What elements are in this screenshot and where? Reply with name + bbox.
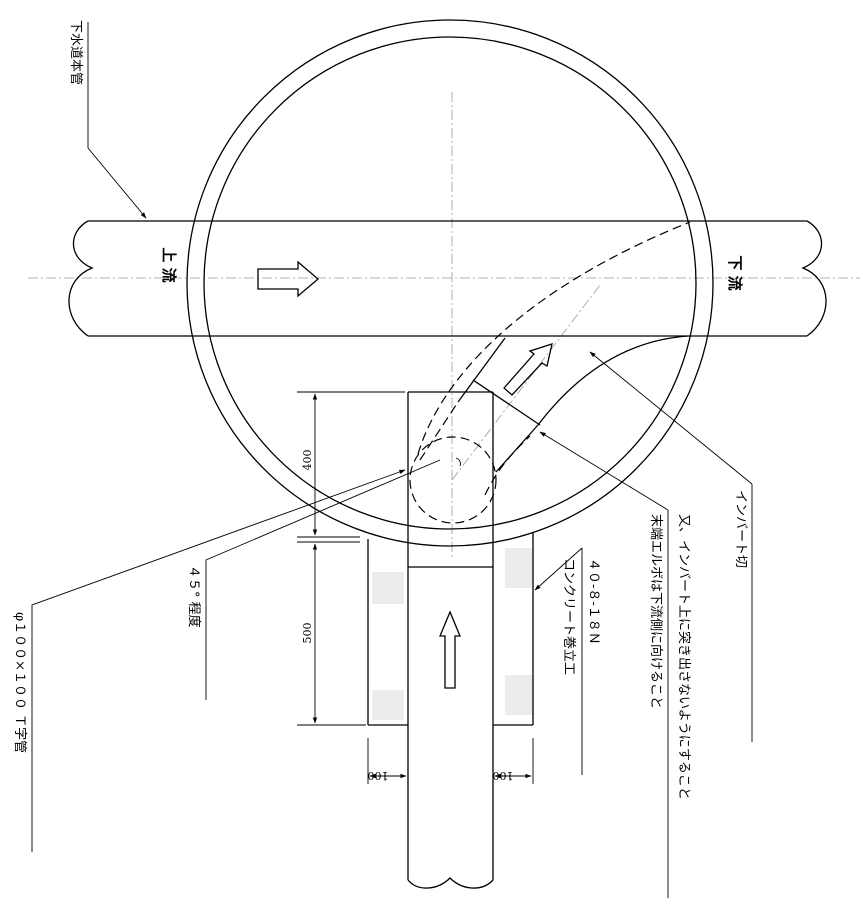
horizontal-dimensions: 100 100 — [368, 738, 534, 784]
invert-solid-curve — [537, 335, 689, 426]
leader-elbow — [539, 431, 669, 511]
pipe-left-break — [68, 220, 94, 337]
leader-invert — [589, 351, 753, 485]
angle-label: ４５° 程度 — [186, 565, 202, 628]
angle-arc — [455, 457, 461, 467]
leader-main-pipe — [87, 146, 147, 219]
concrete-label-2: ４０-８-１８Ｎ — [586, 558, 601, 645]
invert-hidden-curve-upper — [417, 221, 691, 455]
branch-bottom-break — [407, 877, 494, 889]
center-lines — [28, 92, 860, 560]
t-pipe-hidden-circle — [409, 436, 497, 524]
leader-lines — [31, 22, 753, 898]
hatch-tr — [505, 548, 533, 588]
dim-500-text: 500 — [301, 623, 314, 644]
flow-arrow-diagonal-icon — [503, 343, 553, 396]
dim-400-text: 400 — [301, 450, 314, 471]
main-sewer-pipe — [68, 220, 827, 337]
t-pipe-label: φ１００×１００ Ｔ字管 — [12, 612, 27, 753]
manhole-outer-circle — [186, 19, 714, 547]
note-line-2: 又、インバート上に突き出さないようにすること — [676, 514, 692, 800]
vertical-dimensions: 400 500 — [297, 391, 405, 726]
main-pipe-label: 下水道本管 — [68, 20, 83, 85]
leader-concrete — [534, 547, 583, 591]
upstream-label: 上 流 — [160, 247, 178, 282]
flow-arrow-up-icon — [439, 610, 461, 689]
invert-hidden-curve-lower — [484, 435, 531, 496]
dim-100-left-text: 100 — [368, 769, 389, 782]
leader-t-pipe — [31, 469, 406, 610]
inclined-branch — [457, 337, 553, 473]
pipe-right-break — [801, 220, 827, 337]
hatch-bl — [372, 690, 404, 720]
hatch-tl — [372, 572, 404, 604]
hatch-br — [505, 675, 533, 715]
invert-label: インバート切 — [733, 490, 748, 568]
dim-100-right-text: 100 — [493, 769, 514, 782]
incline-cut-line — [472, 379, 541, 426]
diagonal-centerline — [451, 284, 601, 481]
manhole-inner-circle — [203, 36, 697, 530]
concrete-encasement — [367, 532, 534, 726]
branch-pipe — [407, 391, 494, 889]
note-line-1: 末端エルボは下流側に向けること — [648, 514, 664, 709]
incline-left-line — [457, 337, 506, 403]
leader-angle — [205, 459, 441, 565]
flow-arrow-right-icon — [257, 260, 320, 298]
invert-hidden-curve-mid — [419, 401, 459, 461]
concrete-label-1: コンクリート巻立工 — [561, 558, 576, 675]
downstream-label: 下 流 — [726, 255, 744, 290]
